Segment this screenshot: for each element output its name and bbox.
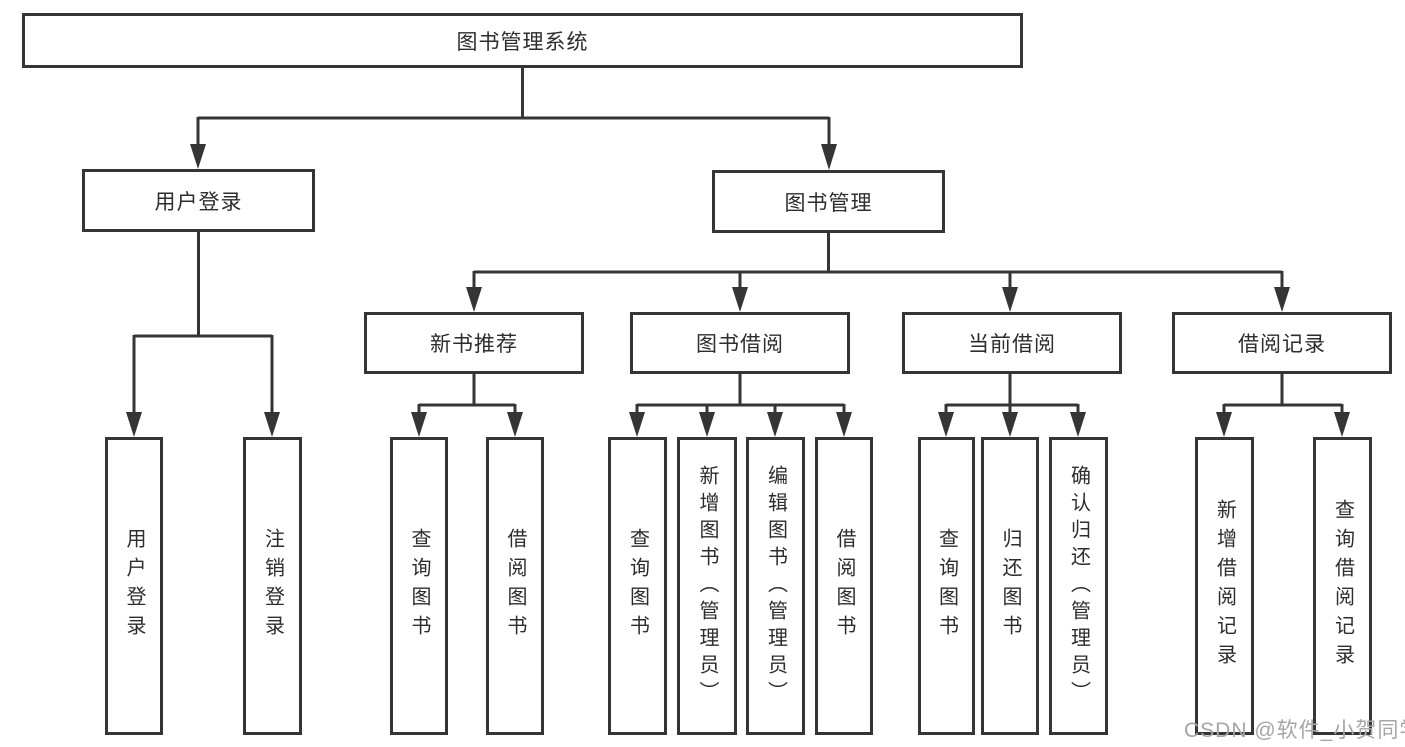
node-user-login: 用户登录 [82,169,315,232]
node-label: 借阅图书 [504,528,526,644]
leaf-borrow-books: 借阅图书 [815,437,873,735]
node-label: 确认归还（管理员） [1067,464,1090,708]
node-label: 查询图书 [408,528,430,644]
node-new-book-recommendation: 新书推荐 [364,312,584,374]
leaf-add-borrow-record: 新增借阅记录 [1195,437,1254,735]
node-label: 当前借阅 [968,333,1056,356]
leaf-logout: 注销登录 [243,437,302,735]
leaf-edit-book-admin: 编辑图书（管理员） [746,437,805,735]
leaf-query-books-borrowing: 查询图书 [608,437,667,735]
node-label: 查询借阅记录 [1331,499,1354,673]
node-label: 归还图书 [999,528,1021,644]
node-label: 编辑图书（管理员） [764,464,787,708]
node-label: 图书管理 [784,191,873,215]
node-label: 借阅图书 [833,528,855,644]
node-borrowing-records: 借阅记录 [1172,312,1392,374]
connector-records-to-children [1216,374,1350,437]
connector-user-login-to-children [126,232,280,437]
node-label: 图书管理系统 [456,30,589,54]
node-label: 新书推荐 [430,333,518,356]
leaf-confirm-return-admin: 确认归还（管理员） [1049,437,1108,735]
node-label: 图书借阅 [696,333,784,356]
leaf-add-book-admin: 新增图书（管理员） [677,437,737,735]
connector-root-to-level2 [190,68,837,170]
connector-book-mgmt-to-level3 [466,233,1290,312]
node-label: 查询图书 [626,528,649,644]
node-library-management-system: 图书管理系统 [22,13,1023,68]
leaf-query-books-current: 查询图书 [918,437,975,735]
node-label: 查询图书 [935,528,958,644]
leaf-query-borrow-record: 查询借阅记录 [1313,437,1372,735]
node-label: 新增借阅记录 [1213,499,1236,673]
leaf-user-login: 用户登录 [105,437,163,735]
node-label: 用户登录 [154,190,243,214]
node-label: 新增图书（管理员） [696,464,718,708]
node-current-borrowing: 当前借阅 [902,312,1122,374]
connector-book-borrow-to-children [629,374,852,437]
leaf-return-books: 归还图书 [981,437,1039,735]
node-book-borrowing: 图书借阅 [630,312,850,374]
node-book-management: 图书管理 [712,170,945,233]
connector-new-book-to-children [411,374,523,437]
csdn-watermark: CSDN @软件_小贺同学 [1184,719,1405,742]
leaf-borrow-books-recommendation: 借阅图书 [486,437,544,735]
node-label: 用户登录 [123,528,145,644]
node-label: 注销登录 [261,528,284,644]
node-label: 借阅记录 [1238,333,1326,356]
leaf-query-books-recommendation: 查询图书 [390,437,448,735]
connector-current-borrow-to-children [938,374,1086,437]
